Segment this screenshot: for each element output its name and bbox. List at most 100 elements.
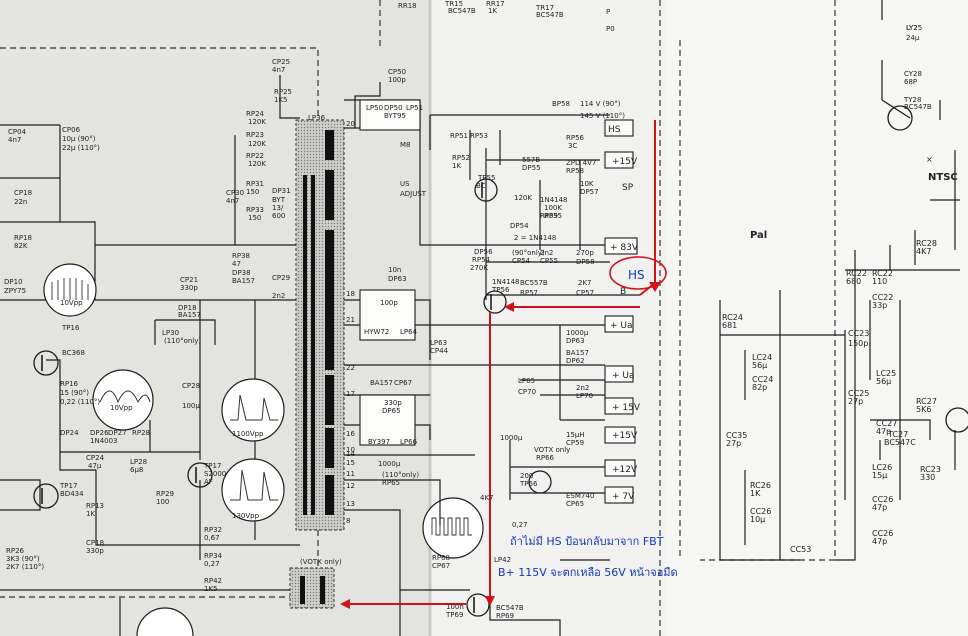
label-middle-79: 1000μ [378,460,401,468]
label-middle-32: DP54 [510,222,529,230]
label-top-15: BC547B [904,103,932,111]
label-top-9: LY2 [906,24,918,32]
label-right-17: CC23 [848,329,869,338]
label-left-10: ZPY75 [4,287,26,295]
label-right-28: BC547C [884,438,916,447]
label-middle-78: CP65 [566,500,584,508]
label-left-52: RP33 [246,206,264,214]
label-top-4: 1K [488,7,497,15]
label-left-14: RP16 [60,380,79,388]
label-middle-74: RP66 [536,454,555,462]
label-middle-35: RP54 [472,256,491,264]
label-right-25: CC27 [876,419,897,428]
label-right-15: CC24 [752,375,773,384]
label-right-1: NTSC [928,172,958,183]
label-middle-67: CP70 [518,388,536,396]
label-right-19: LC25 [876,369,896,378]
label-middle-81: RP65 [382,479,400,487]
label-middle-11: US [400,180,410,188]
label-pins-0: 20 [346,120,355,128]
label-right-38: 47p [872,503,887,512]
label-middle-63: DP65 [382,407,401,415]
label-right-8: 110 [872,277,887,286]
transformer-lp42 [289,567,335,609]
label-pins-8: 12 [346,482,355,490]
label-middle-33: 2 = 1N4148 [514,234,556,242]
label-pins-3: 22 [346,364,355,372]
label-left-48: RP22 [246,152,264,160]
label-middle-60: BA157 [370,379,393,387]
label-left-4: 22μ (110°) [62,144,100,152]
label-pins-10: 11 [346,470,355,478]
label-middle-8: BP58 [552,100,570,108]
label-middle-83: (VOTX only) [300,558,342,566]
label-middle-24: RP58 [566,167,584,175]
label-middle-59: DP62 [566,357,585,365]
label-middle-46: RP57 [520,289,538,297]
label-middle-56: 1000μ [566,329,589,337]
label-middle-66: LP65 [518,377,535,385]
label-right-34: 10μ [750,515,765,524]
label-left-69: BA157 [178,311,201,319]
label-right-4: 4K7 [916,247,931,256]
label-pins-4: 16 [346,430,355,438]
label-top-14: TY28 [903,96,921,104]
label-middle-61: CP67 [394,379,412,387]
label-middle-26: DP57 [580,188,599,196]
label-left-23: 47μ [88,462,102,470]
label-middle-89: BC547B [496,604,524,612]
label-middle-85: RP68 [432,554,450,562]
label-left-63: BA157 [232,277,255,285]
label-pins-9: 17 [346,390,355,398]
label-left-49: 120K [248,160,266,168]
paper-right-page [665,0,968,636]
label-middle-57: DP63 [566,337,585,345]
label-terminals-3: + 83V [610,243,639,253]
label-middle-0: LP36 [308,114,326,122]
label-left-6: 22n [14,198,27,206]
label-left-75: S2000 [204,470,226,478]
waveform-inset-2 [92,369,154,431]
waveform-inset-5 [422,497,484,559]
label-right-6: 680 [846,277,861,286]
label-middle-5: LP51 [406,104,423,112]
label-left-26: TP17 [59,482,77,490]
label-left-73: 100μ [182,402,200,410]
label-left-35: 10Vpp [110,404,133,412]
label-right-36: 15μ [872,471,887,480]
label-right-31: RC26 [750,481,771,490]
label-top-2: BC547B [448,7,476,15]
label-middle-2: 100p [388,76,406,84]
label-left-65: 2n2 [272,292,285,300]
label-left-17: DP24 [60,429,79,437]
label-top-11: 24μ [906,34,920,42]
label-top-5: TR17 [535,4,554,12]
label-left-44: RP24 [246,110,265,118]
label-middle-16: 1K [452,162,461,170]
hs-callout-label: HS [628,268,645,282]
transistor-tp16 [33,350,59,376]
waveform-inset-1 [43,263,97,317]
label-middle-91: 4K7 [480,494,494,502]
right-circuit-wiring [719,0,960,561]
label-middle-4: DP50 [384,104,403,112]
label-middle-62: 330p [384,399,402,407]
label-left-72: CP28 [182,382,200,390]
label-left-15: 15 (90°) [60,389,89,397]
label-middle-7: M8 [400,141,411,149]
label-right-24: 5K6 [916,405,931,414]
label-left-32: RP26 [6,547,25,555]
label-middle-20: BC [476,182,486,190]
label-top-6: BC547B [536,11,564,19]
label-middle-40: CP55 [540,257,558,265]
label-middle-6: BYT95 [384,112,406,120]
label-middle-44: TP56 [491,286,510,294]
label-middle-69: LP70 [576,392,593,400]
label-left-71: (110°only) [164,337,201,345]
label-middle-50: DP63 [388,275,407,283]
label-left-50: RP31 [246,180,264,188]
left-circuit-wiring [0,75,300,636]
flyback-transformer [295,119,345,531]
label-middle-53: LP64 [400,328,418,336]
label-left-46: RP23 [246,131,264,139]
